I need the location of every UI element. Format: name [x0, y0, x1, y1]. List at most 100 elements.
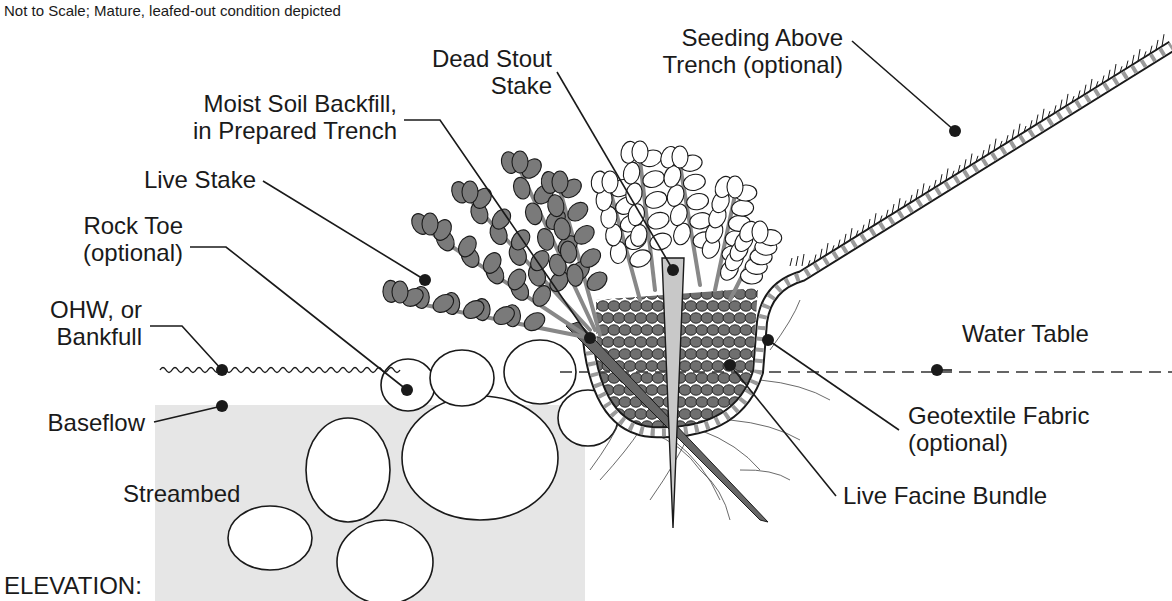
fascine-stem — [619, 325, 631, 335]
root-stroke — [730, 420, 800, 440]
fascine-stem — [701, 313, 713, 323]
leaf — [643, 189, 669, 211]
fascine-stem — [613, 313, 625, 323]
fascine-stem — [613, 337, 625, 347]
rock-toe — [228, 340, 618, 601]
fascine-stem — [718, 349, 730, 359]
grass-blade — [1126, 61, 1128, 69]
leaf — [559, 240, 578, 264]
fascine-stem — [707, 349, 719, 359]
view-title: ELEVATION: — [4, 572, 142, 599]
fascine-stem — [740, 421, 752, 431]
grass-blade — [790, 258, 792, 266]
fascine-stem — [597, 421, 609, 431]
fascine-stem — [591, 433, 603, 443]
grass-blade — [850, 228, 852, 240]
grass-blade — [820, 249, 822, 259]
fascine-stem — [729, 373, 741, 383]
fascine-stem — [635, 313, 647, 323]
grass-blade — [868, 219, 870, 229]
fascine-stem — [624, 313, 636, 323]
fascine-stem — [690, 337, 702, 347]
grass-blade — [874, 213, 876, 225]
fascine-stem — [690, 361, 702, 371]
fascine-stem — [734, 337, 746, 347]
fascine-stem — [613, 289, 625, 299]
leaf — [521, 309, 548, 334]
fascine-stem — [745, 409, 757, 419]
fascine-stem — [679, 409, 691, 419]
leaves — [383, 140, 783, 334]
grass-blade — [1078, 90, 1080, 98]
fascine-stem — [745, 313, 757, 323]
fascine-stem — [613, 385, 625, 395]
callout-label: Live Stake — [144, 166, 256, 193]
fascine-stem — [707, 397, 719, 407]
fascine-stem — [646, 385, 658, 395]
grass-blade — [1156, 40, 1158, 50]
fascine-stem — [630, 301, 642, 311]
fascine-stem — [602, 433, 614, 443]
fascine-stem — [734, 433, 746, 443]
leaf — [511, 175, 532, 201]
grass-blade — [844, 234, 846, 244]
grass-blade — [1108, 70, 1110, 80]
root-stroke — [770, 300, 800, 350]
grass-blade — [1060, 100, 1062, 110]
fascine-stem — [729, 325, 741, 335]
grass-blade — [898, 198, 900, 210]
fascine-stem — [723, 385, 735, 395]
fascine-stem — [586, 397, 598, 407]
fascine-stem — [740, 301, 752, 311]
scale-note: Not to Scale; Mature, leafed-out conditi… — [4, 2, 341, 19]
grass-blade — [904, 201, 906, 207]
leaf — [577, 245, 604, 271]
leaf — [629, 223, 649, 248]
fascine-stem — [707, 373, 719, 383]
fascine-stem — [701, 433, 713, 443]
fascine-stem — [591, 409, 603, 419]
fascine-stem — [723, 433, 735, 443]
leaf — [565, 263, 584, 287]
grass-blade — [796, 256, 798, 266]
grass-blade — [1102, 76, 1104, 84]
grass-blade — [1018, 124, 1020, 136]
leaf — [685, 192, 710, 212]
grass-blade — [1096, 81, 1098, 87]
fascine-stem — [729, 301, 741, 311]
grass-blade — [952, 171, 954, 177]
callout-label: OHW, or Bankfull — [26, 296, 142, 350]
grass-blade — [922, 183, 924, 195]
fascine-stem — [707, 301, 719, 311]
fascine-stem — [608, 301, 620, 311]
leaf — [535, 227, 556, 253]
fascine-stem — [646, 361, 658, 371]
fascine-stem — [679, 361, 691, 371]
callout-label: Streambed — [123, 480, 240, 507]
fascine-stem — [751, 421, 763, 431]
callout-label: Live Facine Bundle — [843, 482, 1047, 509]
fascine-stem — [718, 397, 730, 407]
fascine-stem — [685, 373, 697, 383]
grass-blade — [958, 165, 960, 173]
fascine-stem — [712, 361, 724, 371]
fascine-stem — [690, 313, 702, 323]
fascine-stem — [701, 337, 713, 347]
grass-blade — [808, 260, 810, 266]
fascine-stem — [652, 301, 664, 311]
grass-blade — [1054, 105, 1056, 113]
fascine-stem — [630, 325, 642, 335]
grass-blade — [982, 150, 984, 158]
root-stroke — [590, 420, 620, 470]
leaf — [505, 266, 530, 293]
root-stroke — [600, 430, 640, 480]
grass-blade — [1114, 64, 1116, 76]
fascine-stem — [641, 277, 653, 287]
fascine-stem — [745, 289, 757, 299]
fascine-stem — [652, 349, 664, 359]
fascine-stem — [624, 337, 636, 347]
grass-blade — [1042, 109, 1044, 121]
fascine-stem — [718, 301, 730, 311]
grass-blade — [1138, 49, 1140, 61]
